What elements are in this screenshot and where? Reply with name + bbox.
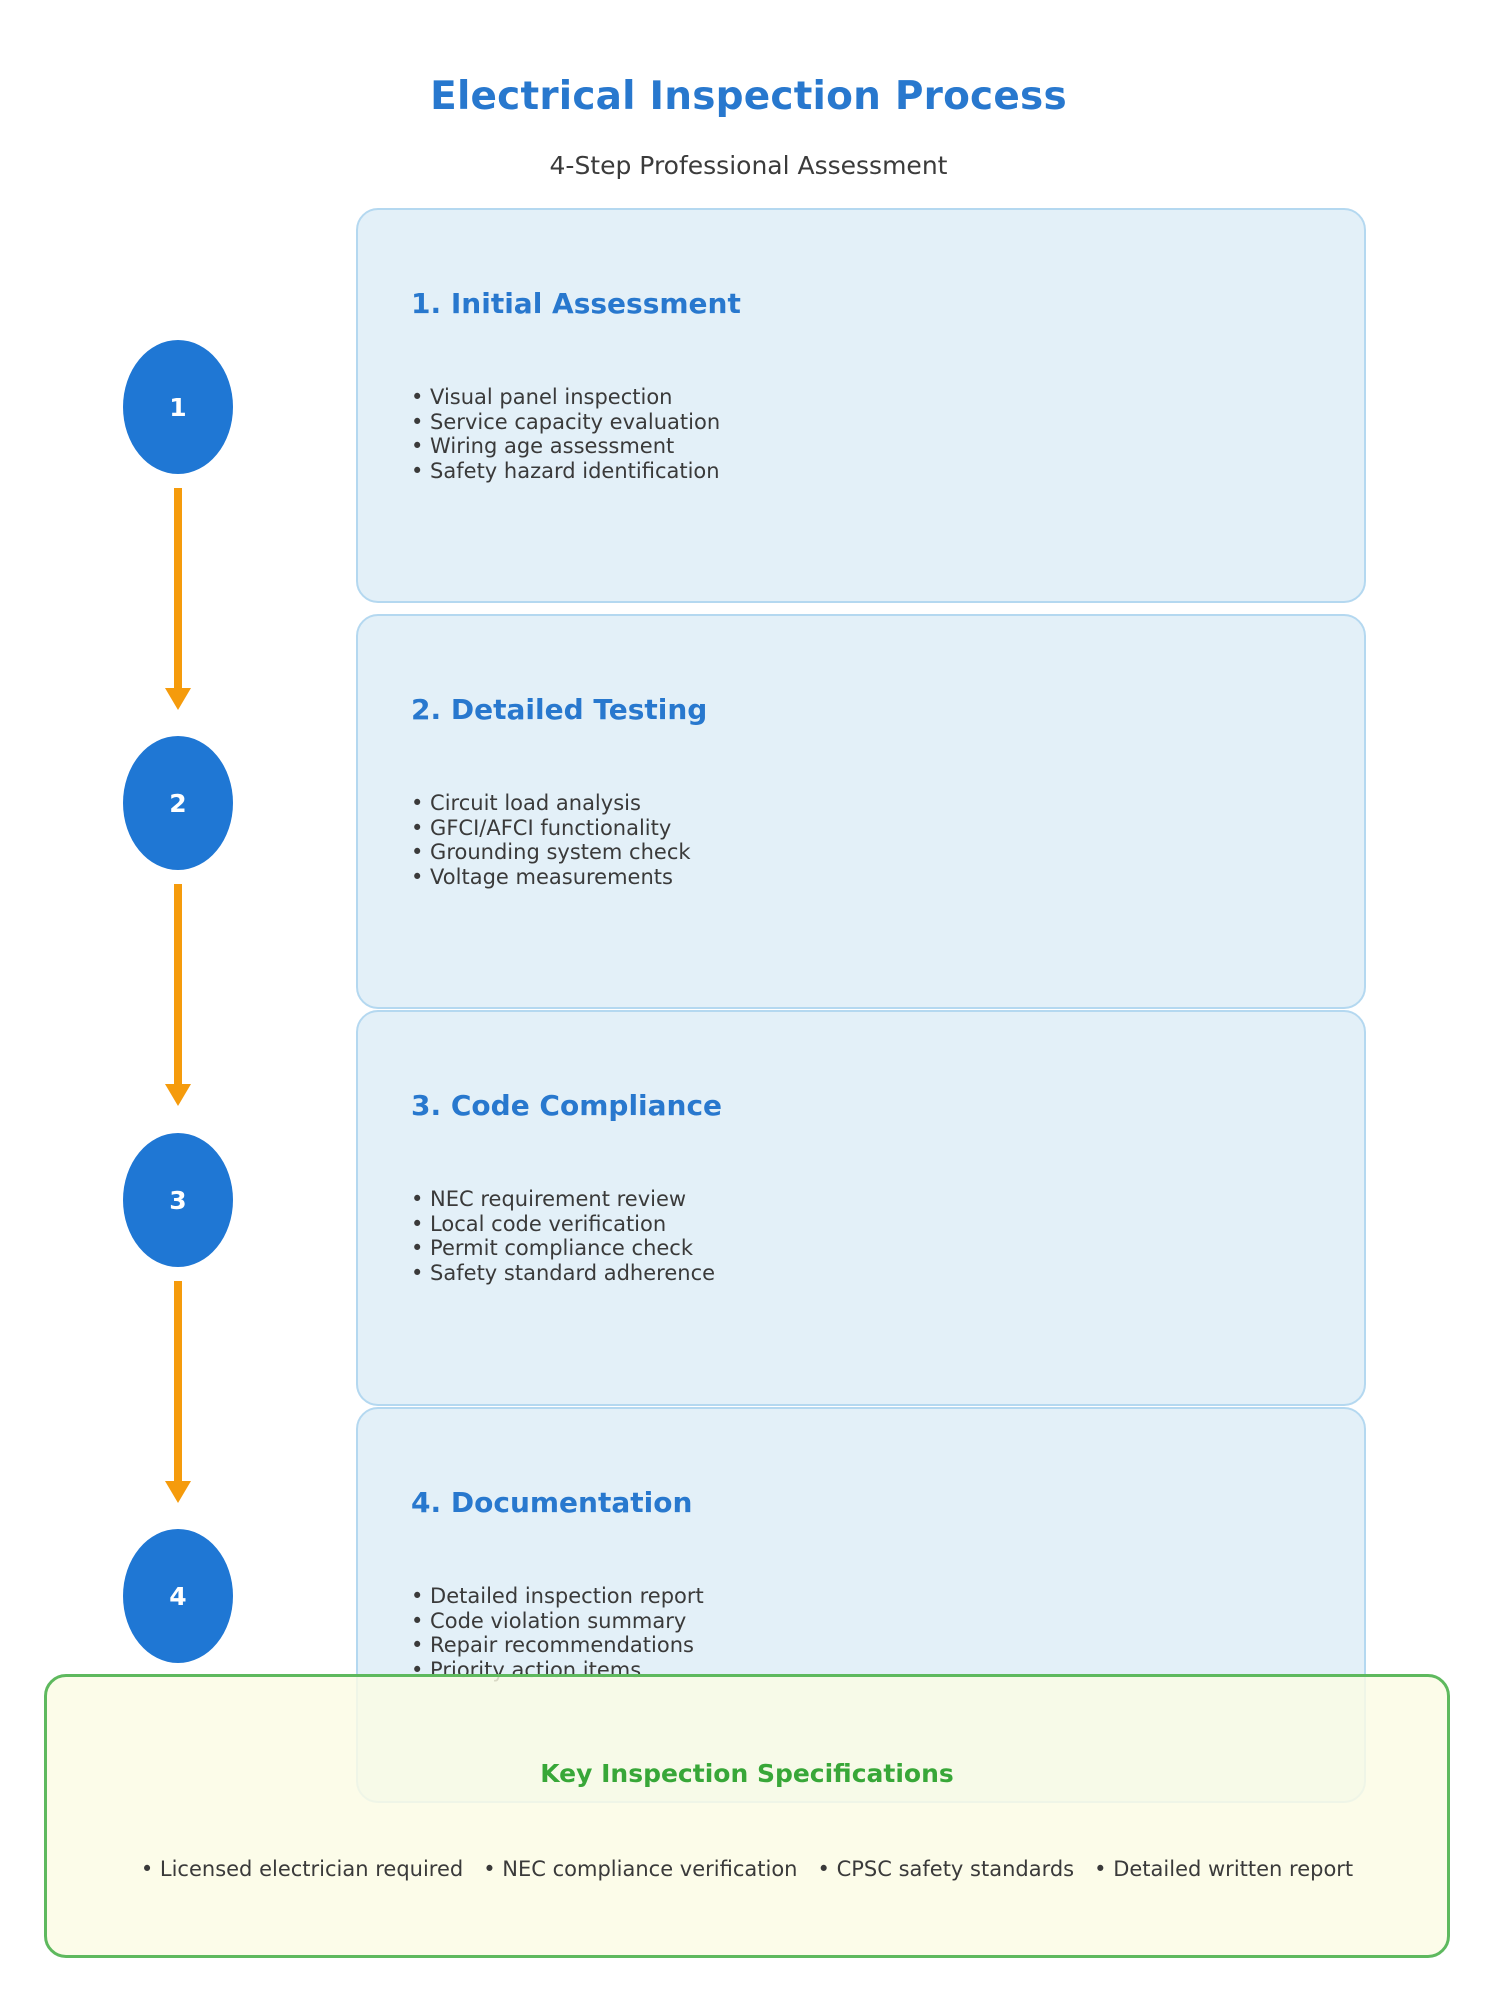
- arrow-down-icon: [165, 1084, 191, 1106]
- list-item: • Repair recommendations: [411, 1633, 694, 1657]
- list-item: • Safety hazard identification: [411, 458, 720, 483]
- list-item: • Wiring age assessment: [411, 434, 675, 458]
- list-item: • Safety standard adherence: [411, 1260, 716, 1285]
- step-card-2[interactable]: 2. Detailed Testing • Circuit load analy…: [356, 614, 1366, 1009]
- arrow-down-icon: [165, 688, 191, 710]
- list-item: • Local code verification: [411, 1211, 667, 1236]
- list-item: • GFCI/AFCI functionality: [411, 815, 672, 840]
- arrow-down-icon: [165, 1481, 191, 1503]
- step-card-items: • NEC requirement review • Local code ve…: [411, 1187, 715, 1285]
- step-card-1[interactable]: 1. Initial Assessment • Visual panel ins…: [356, 208, 1366, 603]
- list-item: • NEC requirement review: [411, 1187, 687, 1211]
- step-card-3[interactable]: 3. Code Compliance • NEC requirement rev…: [356, 1010, 1366, 1406]
- connector-line-3: [174, 1281, 182, 1483]
- connector-line-2: [174, 884, 182, 1086]
- list-item: • Detailed inspection report: [411, 1584, 704, 1608]
- page-subtitle: 4-Step Professional Assessment: [549, 151, 948, 180]
- step-marker-2[interactable]: 2: [123, 736, 233, 870]
- step-marker-3[interactable]: 3: [123, 1133, 233, 1267]
- step-marker-4[interactable]: 4: [123, 1529, 233, 1663]
- list-item: • Voltage measurements: [411, 864, 673, 889]
- list-item: • Service capacity evaluation: [411, 409, 721, 434]
- step-marker-1[interactable]: 1: [123, 340, 233, 474]
- step-card-title: 2. Detailed Testing: [411, 693, 708, 726]
- spec-item: • CPSC safety standards: [817, 1857, 1075, 1881]
- list-item: • Visual panel inspection: [411, 385, 673, 409]
- key-specifications-items: • Licensed electrician required • NEC co…: [47, 1857, 1447, 1881]
- list-item: • Code violation summary: [411, 1608, 687, 1633]
- step-card-items: • Detailed inspection report • Code viol…: [411, 1584, 704, 1682]
- page-title: Electrical Inspection Process: [430, 74, 1067, 119]
- key-specifications-box: Key Inspection Specifications • Licensed…: [44, 1674, 1450, 1958]
- step-card-title: 3. Code Compliance: [411, 1089, 723, 1122]
- list-item: • Permit compliance check: [411, 1236, 694, 1260]
- step-card-title: 4. Documentation: [411, 1486, 693, 1519]
- spec-item: • Detailed written report: [1094, 1857, 1354, 1881]
- spec-item: • Licensed electrician required: [140, 1857, 464, 1881]
- step-card-title: 1. Initial Assessment: [411, 287, 741, 320]
- spec-item: • NEC compliance verification: [483, 1857, 798, 1881]
- step-card-items: • Visual panel inspection • Service capa…: [411, 385, 720, 483]
- key-specifications-title: Key Inspection Specifications: [540, 1759, 954, 1788]
- connector-line-1: [174, 488, 182, 690]
- list-item: • Circuit load analysis: [411, 791, 641, 815]
- step-card-items: • Circuit load analysis • GFCI/AFCI func…: [411, 791, 691, 889]
- list-item: • Grounding system check: [411, 840, 691, 864]
